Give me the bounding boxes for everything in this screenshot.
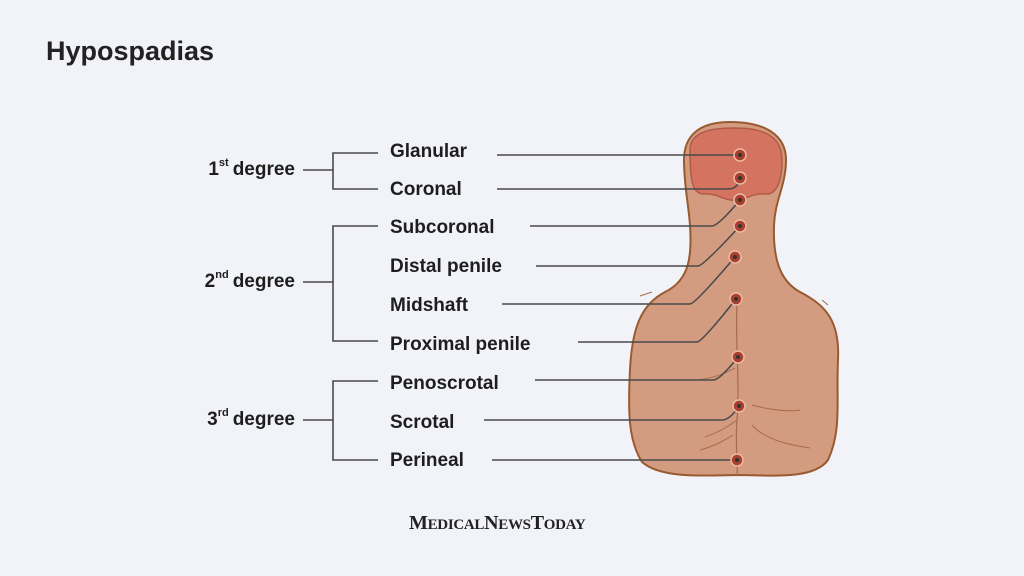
label-perineal: Perineal (390, 450, 464, 471)
label-midshaft: Midshaft (390, 295, 469, 316)
glans (689, 127, 783, 202)
label-subcoronal: Subcoronal (390, 217, 495, 238)
degree-brackets (303, 152, 378, 461)
label-penoscrotal: Penoscrotal (390, 373, 499, 394)
page-title: Hypospadias (46, 36, 215, 66)
skin-folds (639, 291, 829, 451)
label-distal-penile: Distal penile (390, 256, 502, 277)
label-proximal-penile: Proximal penile (390, 334, 531, 355)
opening-markers (728, 148, 747, 467)
label-coronal: Coronal (390, 179, 462, 200)
label-scrotal: Scrotal (390, 412, 455, 433)
label-glanular: Glanular (390, 141, 468, 162)
medical-news-today-logo: MEDICALNEWSTODAY (409, 512, 586, 534)
